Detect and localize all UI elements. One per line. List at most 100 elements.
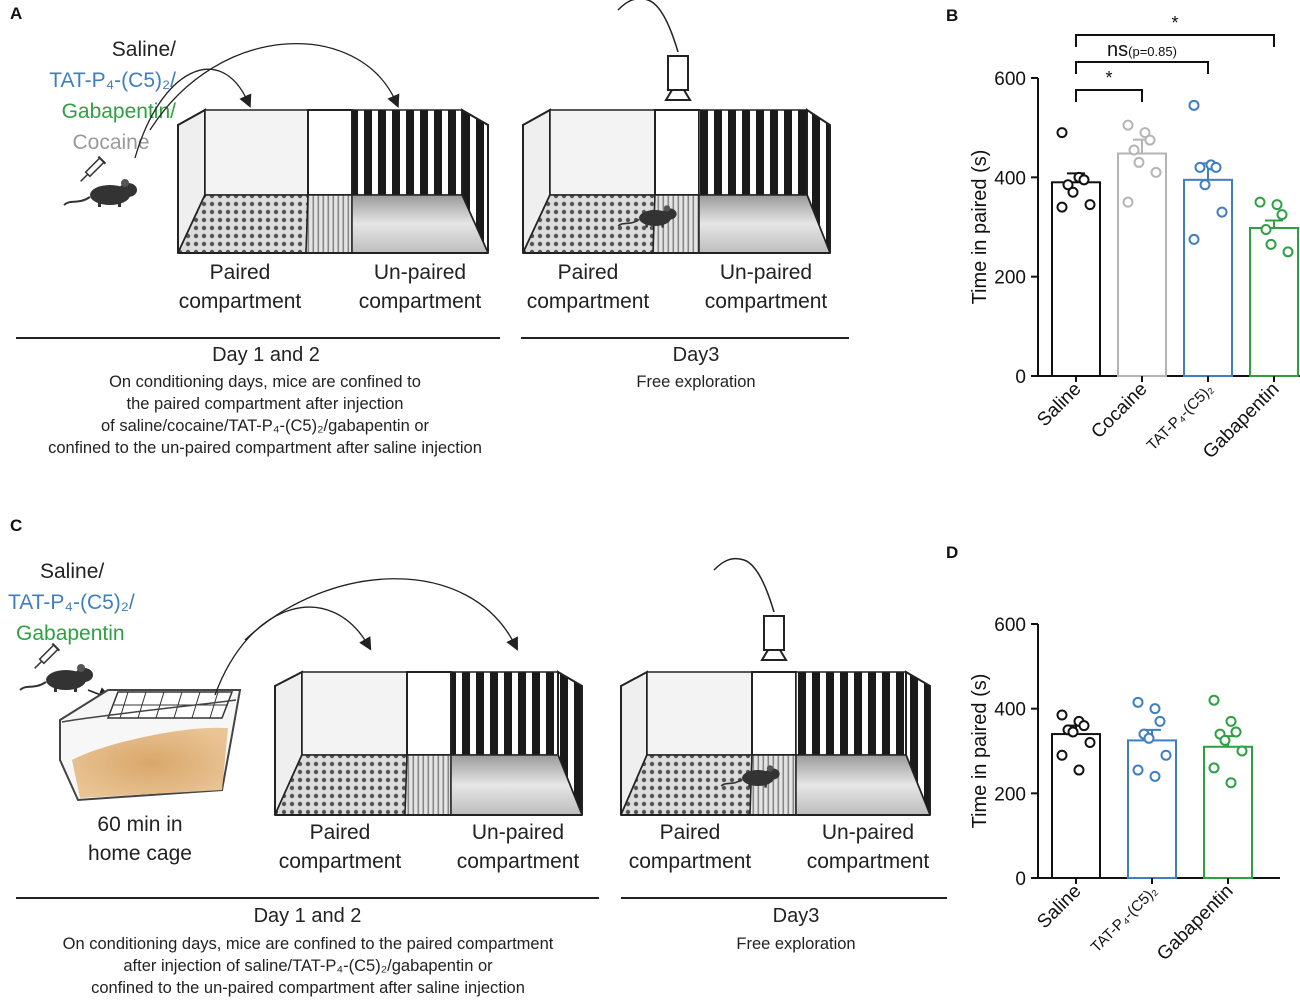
- y-tick-label: 200: [994, 784, 1026, 805]
- drug-gabapentin: Gabapentin/: [61, 100, 176, 123]
- data-point: [1073, 764, 1085, 776]
- data-point: [1056, 201, 1068, 213]
- data-point: [1078, 720, 1090, 732]
- y-axis-label: Time in paired (s): [969, 674, 991, 829]
- drug-cocaine: Cocaine: [72, 131, 150, 154]
- syringe-icon: [80, 155, 107, 182]
- y-tick-label: 400: [994, 700, 1026, 721]
- data-point: [1149, 703, 1161, 715]
- data-point: [1260, 223, 1272, 235]
- data-point: [1154, 715, 1166, 727]
- drug-saline: Saline/: [40, 560, 105, 583]
- unpaired-label-a2: Un-paired compartment: [704, 261, 828, 313]
- data-point: [1144, 134, 1156, 146]
- panel-label-a: A: [10, 4, 23, 23]
- panel-label-c: C: [10, 516, 23, 535]
- test-box-a: [521, 108, 832, 254]
- desc-line: the paired compartment after injection: [126, 395, 404, 413]
- data-point: [1078, 174, 1090, 186]
- drug-list-a: Saline/ TAT-P₄-(C5)₂/ Gabapentin/ Cocain…: [16, 34, 176, 158]
- home-cage-label: 60 min in home cage: [88, 813, 192, 865]
- bar: [1117, 152, 1167, 377]
- camera-icon: [713, 558, 788, 661]
- data-point: [1128, 144, 1140, 156]
- data-point: [1219, 734, 1231, 746]
- injection-arrow-paired: [214, 606, 372, 696]
- data-point: [1276, 209, 1288, 221]
- mouse-icon: [63, 178, 138, 208]
- y-axis-label: Time in paired (s): [969, 150, 991, 305]
- conditioning-box-c: [273, 670, 584, 816]
- unpaired-label-a1: Un-paired compartment: [358, 261, 482, 313]
- y-tick-label: 200: [994, 268, 1026, 289]
- data-point: [1084, 737, 1096, 749]
- day3-desc-a: Free exploration: [636, 373, 756, 391]
- day12-title-c: Day 1 and 2: [253, 905, 362, 927]
- data-point: [1210, 161, 1222, 173]
- data-point: [1225, 715, 1237, 727]
- data-point: [1067, 186, 1079, 198]
- data-point: [1139, 127, 1151, 139]
- significance-bracket: [1075, 89, 1143, 102]
- injection-arrow-paired: [134, 68, 252, 159]
- data-point: [1056, 749, 1068, 761]
- drug-tat: TAT-P₄-(C5)₂/: [8, 591, 135, 614]
- data-point: [1133, 156, 1145, 168]
- data-point: [1160, 749, 1172, 761]
- paired-label-c1: Paired compartment: [278, 821, 402, 873]
- injection-arrow-unpaired: [244, 578, 518, 651]
- y-tick-label: 400: [994, 168, 1026, 189]
- data-point: [1143, 732, 1155, 744]
- injection-arrow-unpaired: [149, 42, 400, 131]
- data-point: [1282, 246, 1294, 258]
- day3-title-a: Day3: [672, 344, 720, 366]
- desc-line: On conditioning days, mice are confined …: [109, 373, 421, 391]
- camera-icon: [617, 0, 692, 101]
- data-point: [1271, 199, 1283, 211]
- desc-line: of saline/cocaine/TAT-P₄-(C5)₂/gabapenti…: [100, 417, 430, 435]
- data-point: [1062, 179, 1074, 191]
- data-point: [1236, 745, 1248, 757]
- y-tick-label: 0: [1015, 367, 1026, 388]
- drug-saline: Saline/: [111, 38, 176, 61]
- data-point: [1208, 694, 1220, 706]
- y-tick-label: 600: [994, 69, 1026, 90]
- significance-label: ns(p=0.85): [1107, 39, 1177, 61]
- x-tick-label: Saline: [1033, 379, 1085, 431]
- data-point: [1122, 196, 1134, 208]
- x-tick-label: Cocaine: [1087, 379, 1151, 443]
- significance-bracket: [1075, 34, 1275, 47]
- unpaired-label-c1: Un-paired compartment: [456, 821, 580, 873]
- day3-title-c: Day3: [772, 905, 820, 927]
- panel-label-d: D: [946, 543, 959, 562]
- home-cage-icon: [59, 689, 242, 802]
- day12-desc-a: On conditioning days, mice are confined …: [10, 371, 520, 459]
- divider: [16, 897, 599, 899]
- drug-tat: TAT-P₄-(C5)₂/: [49, 69, 176, 92]
- drug-gabapentin: Gabapentin: [16, 622, 125, 645]
- drug-list-c: Saline/ TAT-P₄-(C5)₂/ Gabapentin: [8, 556, 168, 649]
- desc-line: confined to the un-paired compartment af…: [48, 439, 482, 457]
- bar: [1127, 739, 1177, 879]
- data-point: [1056, 127, 1068, 139]
- y-tick-label: 600: [994, 615, 1026, 636]
- data-point: [1084, 199, 1096, 211]
- data-point: [1132, 764, 1144, 776]
- bar: [1051, 181, 1101, 377]
- data-point: [1122, 119, 1134, 131]
- data-point: [1132, 696, 1144, 708]
- data-point: [1067, 726, 1079, 738]
- x-tick-label: TAT-P₄-(C5)₂: [1088, 883, 1161, 956]
- x-tick-label: Gabapentin: [1153, 881, 1237, 965]
- significance-bracket: [1075, 61, 1209, 74]
- day12-desc-c: On conditioning days, mice are confined …: [8, 933, 608, 999]
- unpaired-label-c2: Un-paired compartment: [806, 821, 930, 873]
- data-point: [1150, 166, 1162, 178]
- significance-label: *: [1105, 68, 1112, 88]
- data-point: [1188, 99, 1200, 111]
- p-value: (p=0.85): [1128, 44, 1177, 59]
- divider: [16, 337, 500, 339]
